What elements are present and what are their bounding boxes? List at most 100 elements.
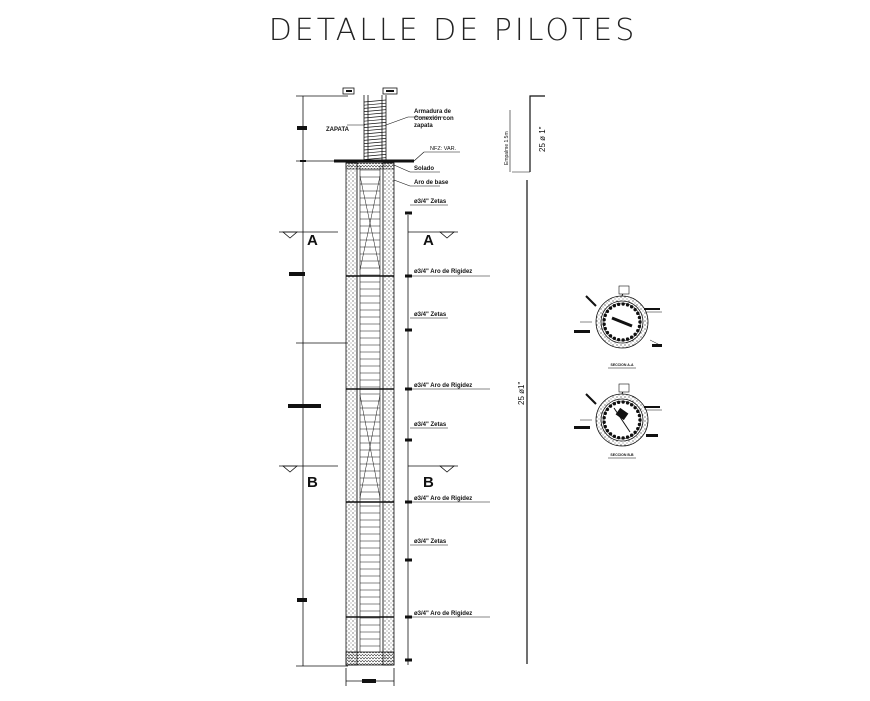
left-dimension-line [296,95,348,667]
longitudinal-bar [608,334,613,338]
longitudinal-bar [608,432,613,436]
longitudinal-bar [602,420,606,424]
longitudinal-bar [621,436,625,440]
longitudinal-bar [629,433,634,437]
longitudinal-bar [605,428,610,433]
label-nivel: NFZ: VAR. [430,146,457,152]
bar-label-long: 25 ø1" [517,382,526,405]
section-marker-b [279,465,458,473]
label-aro-rigidez-2: ø3/4" Aro de Rigidez [414,383,472,389]
longitudinal-bar [616,400,621,405]
dimension-tick [405,438,412,442]
spiral-turn [363,131,387,135]
longitudinal-bar [637,324,642,329]
longitudinal-bar [612,304,617,308]
section-marker-a [279,231,458,239]
pile-body [345,162,395,666]
dimension-tick [405,328,412,332]
label-aro-rigidez-4: ø3/4" Aro de Rigidez [414,611,472,617]
dimension-tick [405,615,412,619]
longitudinal-bar [637,422,642,427]
section-title-a: SECCION A-A [610,363,633,367]
spiral-turn [363,112,387,116]
longitudinal-bar [625,303,630,307]
longitudinal-bar [629,335,634,339]
spiral-turn [363,102,387,106]
dimension-tick [405,658,412,662]
spiral-turn [363,125,387,128]
spiral-turn [363,154,387,157]
spiral-turn [363,122,387,125]
longitudinal-bar [603,411,607,416]
longitudinal-bar [638,418,642,422]
longitudinal-bar [621,338,625,342]
label-solado: Solado [414,166,434,172]
bar-label-top: 25 ø 1" [538,126,547,152]
spiral-turn [363,99,387,103]
bar-schedule [509,95,545,664]
spiral-turn [363,118,387,122]
spiral-turn [363,128,387,132]
longitudinal-bar [629,305,634,309]
longitudinal-bar [633,405,637,410]
longitudinal-bar [633,307,637,312]
spiral-turn [363,147,387,151]
longitudinal-bar [616,435,621,440]
bottom-dimension [345,668,395,686]
section-label-b-left: B [307,474,318,491]
longitudinal-bar [605,407,610,412]
dimension-tick [405,274,412,278]
spiral-turn [363,115,387,119]
dimension-tick [405,500,412,504]
section-title-b: SECCION B-B [610,453,634,457]
label-armadura-line2: Conexión con [414,116,454,122]
label-aro-rigidez-3: ø3/4" Aro de Rigidez [414,496,472,502]
longitudinal-bar [629,403,634,407]
longitudinal-bar [603,326,607,331]
label-aro-rigidez-1: ø3/4" Aro de Rigidez [414,269,472,275]
longitudinal-bar [621,302,625,306]
drawing-title: DETALLE DE PILOTES [269,13,638,48]
cross-section-a [574,285,662,349]
longitudinal-bar [636,311,640,316]
ties-dimension-ticks [405,211,412,662]
longitudinal-bar [602,416,606,420]
annotation-leaders [347,116,490,618]
longitudinal-bar [602,318,606,322]
label-armadura-line3: zapata [414,123,433,129]
label-zetas-4: ø3/4" Zetas [414,539,447,545]
dimension-tick [405,387,412,391]
longitudinal-bar [605,330,610,335]
longitudinal-bar [637,315,642,320]
dimension-mark [297,598,307,602]
longitudinal-bar [633,430,637,435]
longitudinal-bar [612,434,617,438]
longitudinal-bar [636,426,640,431]
longitudinal-bar [636,328,640,333]
longitudinal-bar [621,400,625,404]
label-aro-base: Aro de base [414,180,449,186]
spiral-turn [363,144,387,148]
dimension-tick [405,211,412,215]
longitudinal-bar [625,435,630,439]
section-label-a-right: A [423,232,434,249]
dimension-mark [288,404,321,408]
longitudinal-bar [633,332,637,337]
dimension-mark [289,272,305,276]
longitudinal-bar [616,337,621,342]
section-label-a-left: A [307,232,318,249]
spiral-turn [363,109,387,112]
longitudinal-bar [625,337,630,341]
dimension-mark [297,126,307,130]
cross-section-b [574,383,662,447]
label-zetas-3: ø3/4" Zetas [414,422,447,428]
label-zetas-2: ø3/4" Zetas [414,312,447,318]
spiral-turn [363,141,387,144]
spiral-turn [363,157,387,160]
label-armadura-line1: Armadura de [414,109,452,115]
bar-label-empalme: Empalme 1.5m [504,131,510,165]
spiral-turn [363,138,387,141]
longitudinal-bar [608,306,613,310]
